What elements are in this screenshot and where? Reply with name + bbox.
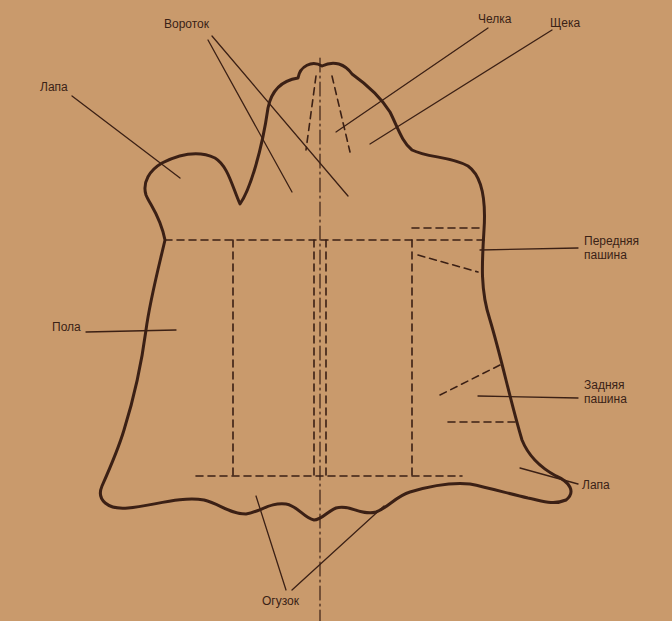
part-label: Вороток	[164, 17, 209, 31]
part-label: Лапа	[40, 80, 68, 94]
part-label: Огузок	[262, 594, 299, 608]
axis-line	[319, 58, 320, 621]
part-label: Щека	[550, 16, 580, 30]
part-label: Лапа	[582, 478, 610, 492]
part-label: Задняя пашина	[584, 378, 664, 406]
leader-lines	[72, 28, 578, 590]
part-label: Пола	[52, 320, 81, 334]
part-label: Передняя пашина	[584, 234, 664, 262]
part-label: Челка	[478, 12, 511, 26]
cut-lines	[165, 76, 520, 476]
